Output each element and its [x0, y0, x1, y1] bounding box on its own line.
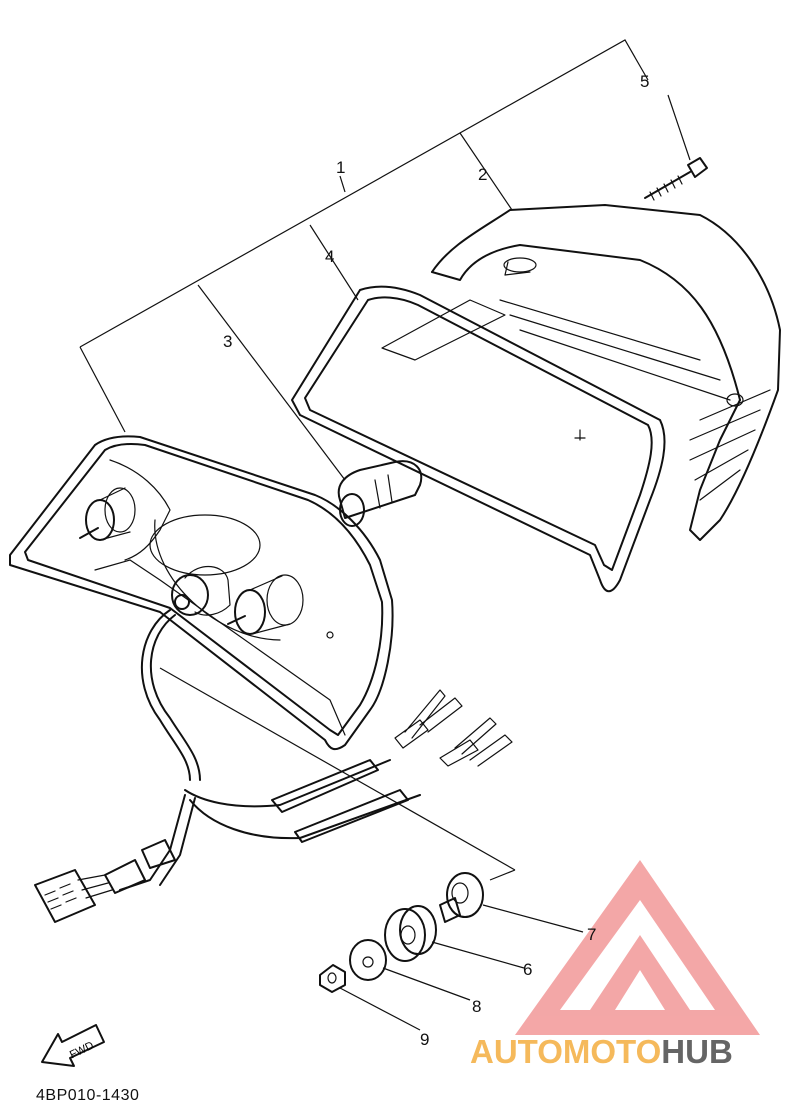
- wire-harness-part: [34, 609, 513, 923]
- part-label-6: 6: [523, 960, 532, 979]
- assembly-bracket: [79, 39, 691, 881]
- washer-part: [349, 939, 387, 981]
- taillight-housing-part: [9, 435, 394, 751]
- part-label-3: 3: [223, 332, 232, 351]
- part-label-7: 7: [587, 925, 596, 944]
- part-label-2: 2: [478, 165, 487, 184]
- grommet-part: [439, 872, 484, 923]
- part-label-5: 5: [640, 72, 649, 91]
- part-label-1: 1: [336, 158, 345, 177]
- fwd-arrow: FWD: [41, 1024, 105, 1067]
- watermark-text-part2: HUB: [661, 1033, 733, 1070]
- screw-part: [644, 157, 708, 201]
- watermark-text-part1: AUTOMOTO: [470, 1033, 661, 1070]
- nut-part: [319, 964, 346, 993]
- lens-cover-part: [431, 204, 781, 541]
- part-label-8: 8: [472, 997, 481, 1016]
- part-label-9: 9: [420, 1030, 429, 1049]
- fwd-label: FWD: [68, 1040, 96, 1062]
- watermark-logo: [515, 860, 760, 1035]
- part-label-4: 4: [325, 247, 334, 266]
- watermark-text: AUTOMOTOHUB: [470, 1033, 733, 1070]
- reference-code: 4BP010-1430: [36, 1087, 139, 1104]
- gasket-part: [291, 285, 666, 593]
- bulb-part: [337, 460, 423, 527]
- damper-part: [384, 905, 437, 962]
